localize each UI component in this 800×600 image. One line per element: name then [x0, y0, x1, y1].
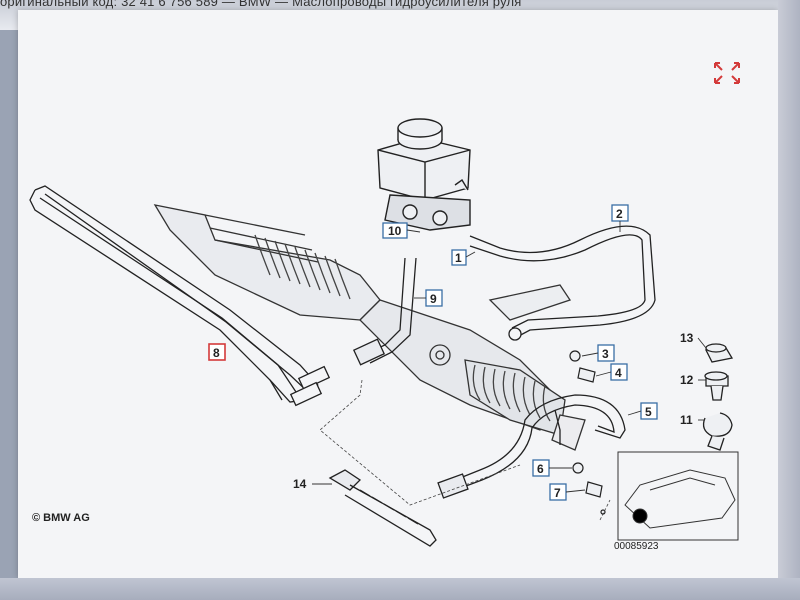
label-4: 4 — [615, 366, 622, 380]
steering-rack — [153, 204, 586, 451]
hose-9 — [352, 257, 417, 366]
label-5: 5 — [645, 405, 652, 419]
leader-lines — [312, 221, 707, 493]
hose-2 — [469, 225, 656, 341]
label-6: 6 — [537, 462, 544, 476]
page-caption: оригинальный код: 32 41 6 756 589 — BMW … — [0, 0, 522, 9]
screen-edge — [778, 0, 800, 600]
reservoir — [377, 118, 471, 231]
label-2: 2 — [616, 207, 623, 221]
label-14: 14 — [293, 477, 307, 491]
reference-number: 00085923 — [614, 541, 659, 552]
label-9: 9 — [430, 292, 437, 306]
hose-5 — [437, 394, 626, 499]
strap-14 — [328, 469, 437, 547]
hose-8 — [29, 185, 331, 407]
label-1: 1 — [455, 251, 462, 265]
screen-bottom-edge — [0, 578, 800, 600]
label-8: 8 — [213, 346, 220, 360]
label-3: 3 — [602, 347, 609, 361]
reference-lines — [319, 379, 611, 521]
label-12: 12 — [680, 373, 694, 387]
label-10: 10 — [388, 224, 402, 238]
small-parts — [569, 350, 606, 515]
label-7: 7 — [554, 486, 561, 500]
car-thumbnail — [617, 451, 739, 541]
label-11: 11 — [680, 413, 693, 427]
expand-icon[interactable] — [712, 60, 742, 86]
copyright-text: © BMW AG — [32, 512, 90, 524]
label-13: 13 — [680, 331, 694, 345]
parts-11-13 — [702, 343, 734, 451]
part-labels: 10 1 2 9 8 3 4 5 6 7 13 12 11 14 — [208, 204, 694, 501]
